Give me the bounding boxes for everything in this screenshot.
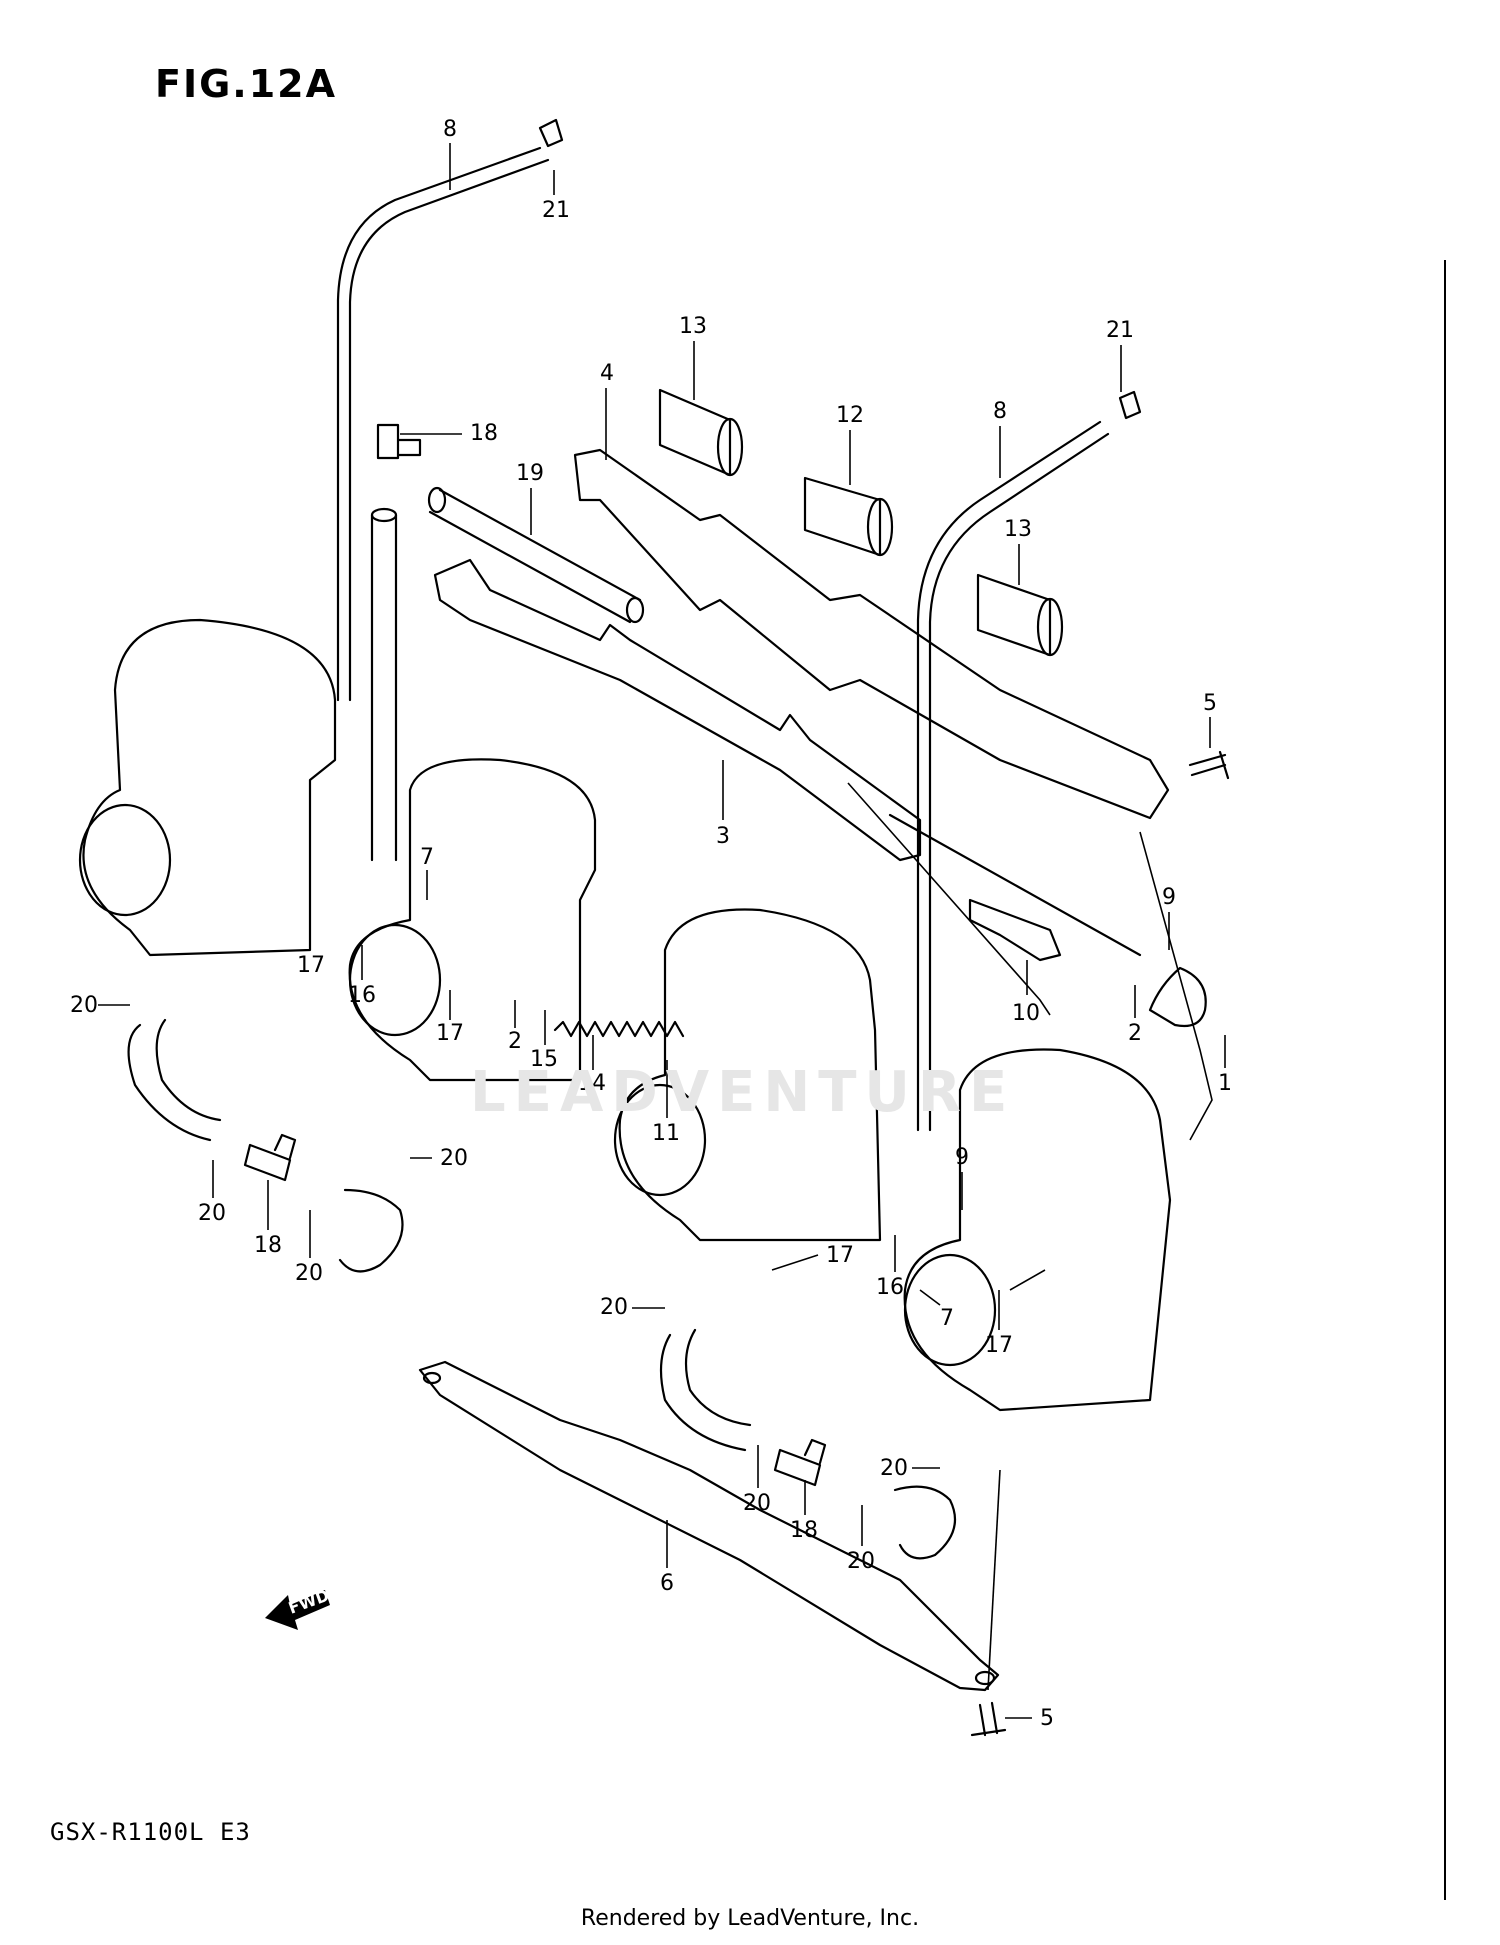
callout-6: 6	[660, 1571, 674, 1596]
watermark: LEADVENTURE	[470, 1060, 1016, 1125]
callout-20: 20	[198, 1201, 226, 1226]
figure-title: FIG.12A	[155, 62, 338, 106]
vent-tube-left	[336, 146, 542, 702]
callout-20: 20	[847, 1549, 875, 1574]
bracket-plate-6	[418, 1360, 1000, 1692]
callout-18: 18	[254, 1233, 282, 1258]
hose-clip-left	[538, 118, 564, 148]
callout-12: 12	[836, 403, 864, 428]
callout-7: 7	[940, 1306, 954, 1331]
carburetor-assembly-artwork	[78, 118, 1230, 1737]
callout-18: 18	[470, 421, 498, 446]
callout-19: 19	[516, 461, 544, 486]
callout-9: 9	[1162, 885, 1176, 910]
choke-knob-1	[1148, 966, 1207, 1028]
vent-hose-19	[428, 488, 642, 624]
callout-20: 20	[295, 1261, 323, 1286]
carburetor-2	[348, 758, 597, 1082]
model-code: GSX-R1100L E3	[50, 1818, 251, 1846]
screw-5-bottom	[970, 1701, 1007, 1737]
callout-20: 20	[440, 1146, 468, 1171]
hose-clip-right	[1118, 390, 1142, 420]
callout-20: 20	[600, 1295, 628, 1320]
callout-17: 17	[436, 1021, 464, 1046]
callout-21: 21	[542, 198, 570, 223]
callout-21: 21	[1106, 318, 1134, 343]
choke-cable-9	[888, 813, 1142, 957]
spring-14	[553, 1020, 685, 1038]
vent-tube-left-inner	[348, 158, 550, 702]
joint-lower-right	[773, 1438, 827, 1487]
callout-3: 3	[716, 824, 730, 849]
joint-lower-left	[243, 1133, 297, 1182]
callout-13: 13	[1004, 517, 1032, 542]
screw-5-top	[1188, 750, 1230, 780]
callout-17: 17	[297, 953, 325, 978]
callout-labels: 8 21 18 19 4 13 12 8 21 13 5 3 7	[70, 117, 1232, 1731]
callout-8: 8	[993, 399, 1007, 424]
callout-4: 4	[600, 361, 614, 386]
callout-17: 17	[826, 1243, 854, 1268]
bracket-plate-4	[573, 448, 1170, 820]
callout-18: 18	[790, 1518, 818, 1543]
callout-17: 17	[985, 1333, 1013, 1358]
vent-tube-right-inner	[928, 432, 1110, 1132]
callout-5: 5	[1040, 1706, 1054, 1731]
drain-hose-left-2	[338, 1188, 404, 1273]
page-edge-line	[1444, 260, 1446, 1900]
callout-9: 9	[955, 1145, 969, 1170]
callout-1: 1	[1218, 1071, 1232, 1096]
rendered-by-footer: Rendered by LeadVenture, Inc.	[580, 1906, 920, 1931]
callout-16: 16	[348, 983, 376, 1008]
callout-15: 15	[530, 1047, 558, 1072]
callout-20: 20	[743, 1491, 771, 1516]
callout-8: 8	[443, 117, 457, 142]
callout-14: 14	[578, 1071, 606, 1096]
vertical-tube-left	[370, 513, 398, 862]
callout-10: 10	[1012, 1001, 1040, 1026]
callout-2: 2	[1128, 1021, 1142, 1046]
joint-top-left	[376, 423, 422, 460]
callout-11: 11	[652, 1121, 680, 1146]
drain-hose-right	[659, 1328, 752, 1452]
callout-7: 7	[420, 845, 434, 870]
callout-20: 20	[70, 993, 98, 1018]
carburetor-4	[903, 1048, 1172, 1412]
callout-13: 13	[679, 314, 707, 339]
drain-hose-right-2	[893, 1485, 957, 1560]
drain-hose-left	[127, 1018, 222, 1142]
carburetor-1	[82, 618, 337, 957]
forward-direction-arrow: FWD	[265, 1586, 332, 1630]
callout-2: 2	[508, 1029, 522, 1054]
callout-20: 20	[880, 1456, 908, 1481]
callout-16: 16	[876, 1275, 904, 1300]
cable-bracket-10	[968, 898, 1062, 962]
throttle-bracket-3	[433, 558, 922, 862]
vent-tube-right	[916, 420, 1102, 1132]
callout-5: 5	[1203, 691, 1217, 716]
